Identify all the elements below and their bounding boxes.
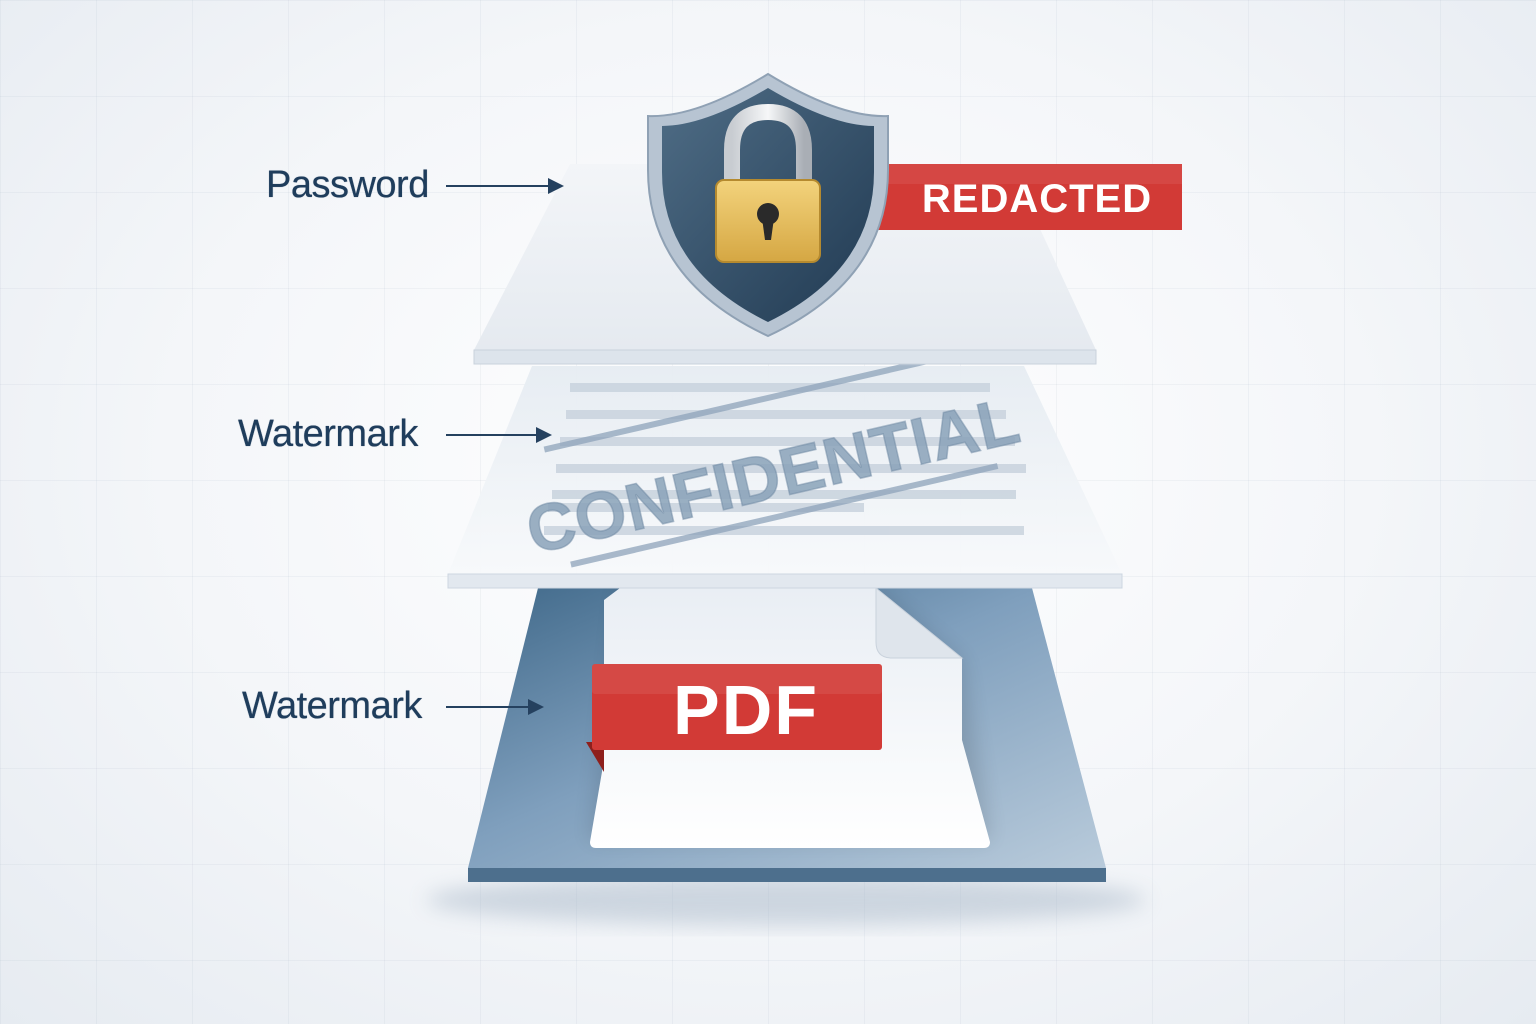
redacted-badge xyxy=(868,164,1182,230)
base-layer-arrow xyxy=(446,699,544,715)
watermark-arrow xyxy=(446,427,552,443)
confidential-stamp-frame xyxy=(543,348,999,568)
pdf-badge-label: PDF xyxy=(673,671,819,749)
watermark-layer-label: Watermark xyxy=(238,413,418,455)
pdf-badge xyxy=(586,664,882,772)
document-text-lines xyxy=(544,383,1026,535)
ground-shadow xyxy=(426,874,1146,926)
password-arrow xyxy=(446,178,564,194)
password-layer-label: Password xyxy=(266,164,429,206)
padlock-icon xyxy=(715,103,821,263)
redacted-badge-label: REDACTED xyxy=(922,177,1152,221)
bottom-layer xyxy=(468,586,1106,882)
middle-layer xyxy=(447,348,1123,589)
base-layer-label: Watermark xyxy=(242,685,422,727)
